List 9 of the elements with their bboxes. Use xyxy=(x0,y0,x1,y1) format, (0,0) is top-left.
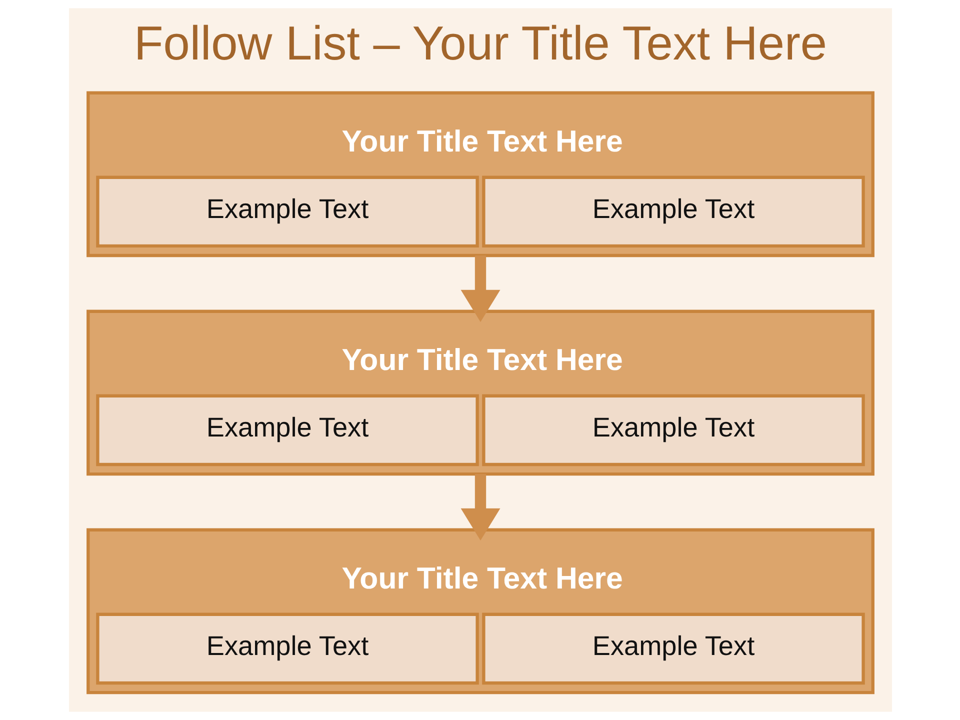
node-box: Example Text xyxy=(96,394,478,466)
node-box: Example Text xyxy=(482,176,864,248)
arrow xyxy=(460,256,500,322)
arrow xyxy=(460,474,500,541)
node-box: Example Text xyxy=(96,176,478,248)
node-box: Example Text xyxy=(96,612,478,685)
node-box: Example Text xyxy=(482,612,864,685)
node-box: Example Text xyxy=(482,394,864,466)
diagram-title: Follow List – Your Title Text Here xyxy=(134,17,826,70)
